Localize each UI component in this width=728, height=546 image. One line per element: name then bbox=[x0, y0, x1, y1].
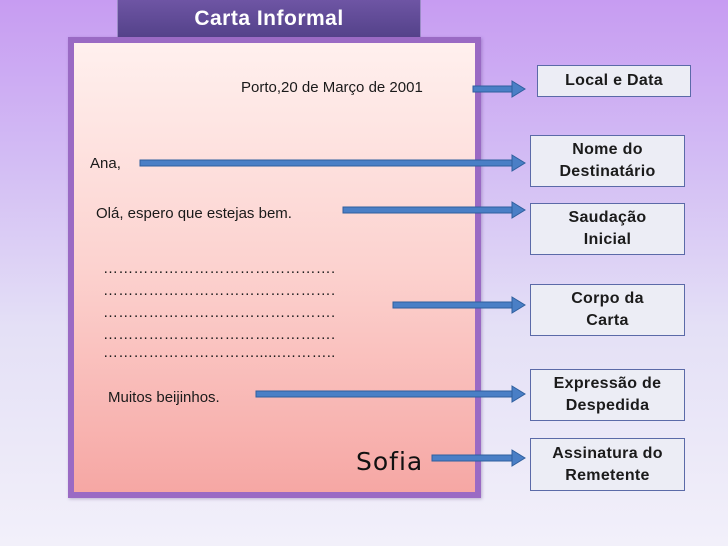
arrow-despedida bbox=[255, 385, 526, 403]
label-destinatario-line-1: Nome do bbox=[572, 141, 643, 158]
letter-body-line: ………………………………………. bbox=[103, 260, 336, 277]
label-saudacao-line-1: Saudação bbox=[568, 209, 647, 226]
label-despedida: Expressão de Despedida bbox=[530, 369, 685, 421]
label-assinatura-line-1: Assinatura do bbox=[552, 444, 663, 462]
letter-signature: Sofia bbox=[356, 447, 424, 476]
label-saudacao: Saudação Inicial bbox=[530, 203, 685, 255]
letter-closing: Muitos beijinhos. bbox=[108, 389, 220, 406]
label-corpo-line-2: Carta bbox=[586, 312, 629, 329]
letter-page bbox=[68, 37, 481, 498]
label-corpo-line-1: Corpo da bbox=[571, 290, 644, 307]
letter-body-line: ………………………………………. bbox=[103, 282, 336, 299]
arrow-saudacao bbox=[342, 201, 526, 219]
label-local-data: Local e Data bbox=[537, 65, 691, 97]
arrow-destinatario bbox=[139, 154, 526, 172]
label-despedida-line-1: Expressão de bbox=[553, 375, 662, 392]
label-corpo: Corpo da Carta bbox=[530, 284, 685, 336]
arrow-local-data bbox=[472, 80, 526, 98]
label-assinatura: Assinatura do Remetente bbox=[530, 438, 685, 491]
letter-greeting: Olá, espero que estejas bem. bbox=[96, 205, 292, 222]
label-despedida-line-2: Despedida bbox=[565, 397, 650, 414]
letter-body-line: ………………………………………. bbox=[103, 326, 336, 343]
label-local-data-text: Local e Data bbox=[565, 72, 663, 89]
letter-recipient: Ana, bbox=[90, 155, 121, 172]
letter-body-line: …………………………......……….. bbox=[103, 344, 336, 361]
arrow-assinatura bbox=[431, 449, 526, 467]
label-destinatario-line-2: Destinatário bbox=[559, 163, 656, 180]
arrow-corpo bbox=[392, 296, 526, 314]
letter-place-date: Porto,20 de Março de 2001 bbox=[241, 79, 423, 96]
title-text: Carta Informal bbox=[194, 6, 344, 30]
letter-body-line: ………………………………………. bbox=[103, 304, 336, 321]
label-assinatura-line-2: Remetente bbox=[565, 466, 650, 484]
label-saudacao-line-2: Inicial bbox=[583, 231, 632, 248]
label-destinatario: Nome do Destinatário bbox=[530, 135, 685, 187]
page-title: Carta Informal bbox=[117, 0, 421, 38]
